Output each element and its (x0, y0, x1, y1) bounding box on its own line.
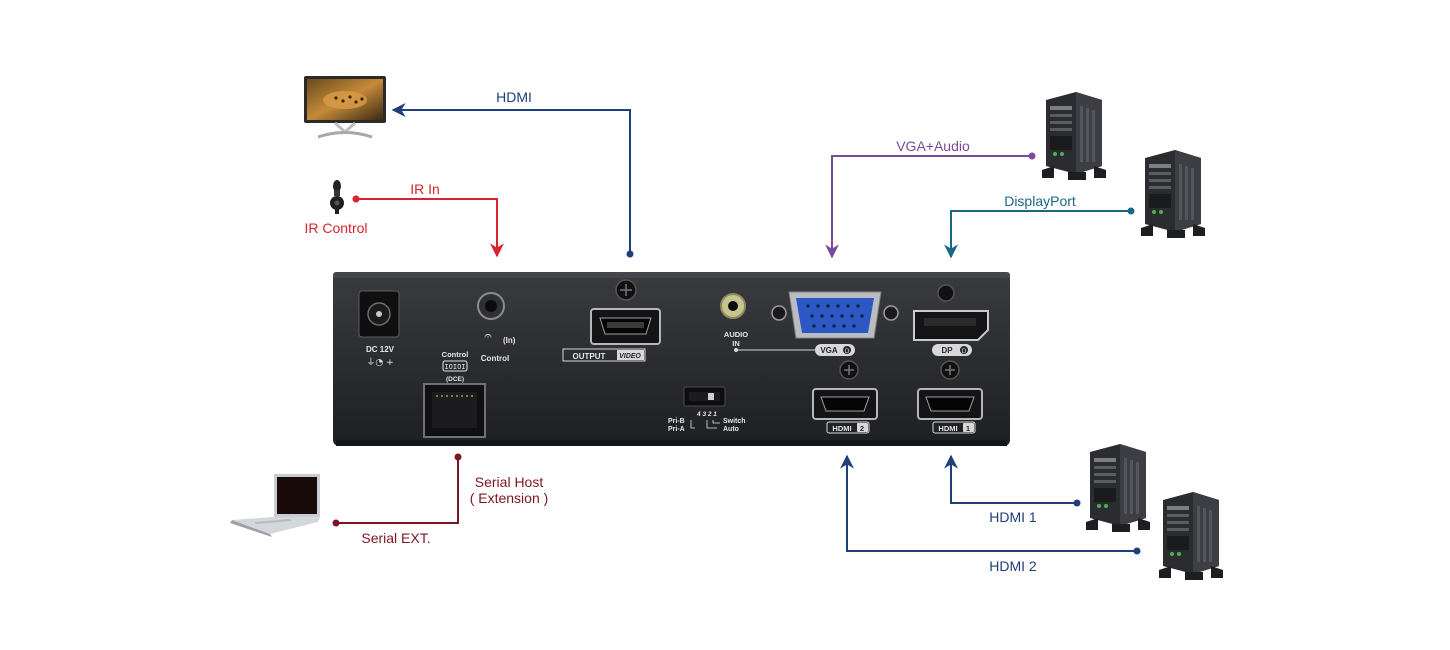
hdmi-1-tag-label: HDMI (938, 424, 957, 433)
hdmi-1-tag-num: 1 (966, 424, 970, 433)
thumbscrew (940, 360, 960, 380)
dc-power-jack[interactable] (358, 290, 400, 338)
displayport-connection (944, 207, 1135, 259)
switch-label: Switch (723, 418, 746, 425)
vga-pins (806, 304, 864, 328)
hdmi-2-tag-num: 2 (860, 424, 864, 433)
svg-text:D: D (845, 348, 850, 355)
hdmi-output-port[interactable] (590, 308, 661, 345)
displayport-label: DisplayPort (1004, 193, 1076, 209)
dc-12v-label: DC 12V (366, 345, 395, 354)
vga-audio-label: VGA+Audio (896, 138, 970, 154)
svg-text:D: D (962, 348, 967, 355)
dip-numbers: 4 3 2 1 (696, 411, 717, 418)
serial-ext-label: Serial EXT. (361, 530, 430, 546)
hdmi-2-connection (840, 454, 1141, 555)
audio-in-label-2: IN (732, 339, 740, 348)
output-video-tag (562, 348, 646, 362)
hdmi-1-input-port[interactable] (917, 388, 983, 420)
thumbscrew (839, 360, 859, 380)
dp-tag-label: DP (941, 346, 953, 355)
ir-in-label: IR In (410, 181, 440, 197)
ir-in-panel-label: (In) (503, 336, 516, 345)
control-label: Control (442, 350, 469, 359)
laptop-icon (230, 474, 320, 537)
pri-a-label: Pri-A (668, 426, 685, 433)
dc-polarity-icon: ⏚◔ + (366, 357, 393, 368)
control-dce-label: (DCE) (446, 376, 464, 383)
output-video-label: VIDEO (619, 353, 641, 360)
hdmi-2-tag-label: HDMI (832, 424, 851, 433)
vga-audio-connection (825, 152, 1036, 259)
hdmi-1-tag (932, 421, 976, 434)
ir-in-connection (352, 195, 504, 258)
vga-port[interactable] (771, 291, 899, 339)
vga-tag-label: VGA (820, 346, 838, 355)
hdmi-output-label: HDMI (496, 89, 532, 105)
hdmi-1-label: HDMI 1 (989, 509, 1037, 525)
hdmi-output-connection (391, 103, 634, 258)
serial-host-label: Serial Host (475, 474, 544, 490)
hdmi-1-connection (944, 454, 1081, 507)
serial-connection (332, 453, 462, 527)
ir-control-jack[interactable] (477, 292, 505, 320)
kvm-switch-rear-panel: DC 12V ⏚◔ + 𝄐 (In) Control Control IOIOI… (333, 272, 1010, 446)
pri-b-label: Pri-B (668, 418, 685, 425)
dip-bracket-lines (690, 420, 720, 429)
auto-label: Auto (723, 426, 739, 433)
serial-icon (442, 360, 468, 372)
serial-control-port[interactable] (423, 383, 486, 438)
dip-switch[interactable] (683, 386, 726, 407)
monitor-icon (304, 76, 386, 139)
audio-in-jack[interactable] (720, 293, 746, 319)
serial-host-extension-label: ( Extension ) (470, 490, 549, 506)
ir-control-icon: 𝄐 (484, 329, 491, 344)
tower-pc-icon (1159, 492, 1223, 580)
ir-receiver-icon (330, 180, 344, 214)
hdmi-2-input-port[interactable] (812, 388, 878, 420)
audio-in-label: AUDIO (724, 330, 748, 339)
tower-pc-icon (1086, 444, 1150, 532)
ir-control-label: IR Control (304, 220, 367, 236)
thumbscrew (615, 279, 637, 301)
ir-control-panel-label: Control (481, 354, 509, 363)
displayport-port[interactable] (913, 284, 989, 341)
hdmi-2-label: HDMI 2 (989, 558, 1037, 574)
output-label: OUTPUT (573, 352, 606, 361)
hdmi-2-tag (826, 421, 870, 434)
tower-pc-icon (1042, 92, 1106, 180)
tower-pc-icon (1141, 150, 1205, 238)
serial-icon-glyph: IOIOI (444, 363, 465, 371)
